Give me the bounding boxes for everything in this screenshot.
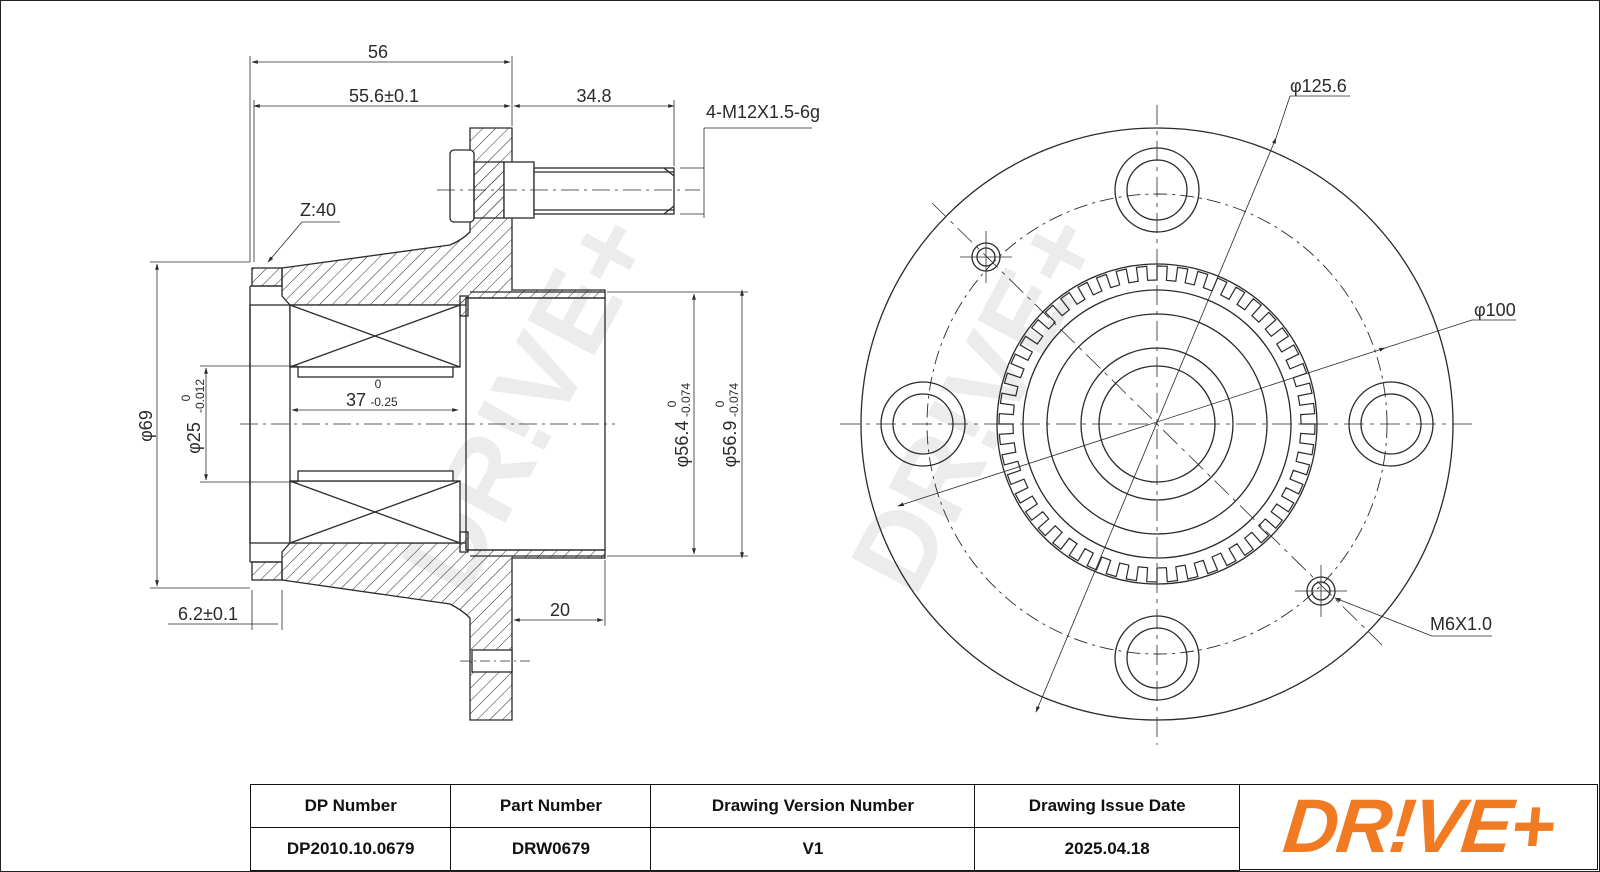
title-block: DP Number Part Number Drawing Version Nu… <box>249 784 1240 871</box>
dim-diameter-56-4-tol-lower: -0.074 <box>679 383 693 417</box>
dim-pcd: φ125.6 <box>1290 76 1347 96</box>
header-dp-number: DP Number <box>249 784 452 828</box>
dim-overall-length: 56 <box>368 42 388 62</box>
dim-diameter-25-tol-upper: 0 <box>179 394 193 401</box>
dim-diameter-25: φ25 <box>184 422 204 454</box>
dim-abs-ring-diameter: φ100 <box>1474 300 1516 320</box>
dim-diameter-56-9: φ56.9 <box>720 421 740 468</box>
dim-diameter-25-tol-lower: -0.012 <box>193 379 207 413</box>
value-drawing-version: V1 <box>650 827 976 871</box>
dim-bearing-width-tol-lower: -0.25 <box>370 395 398 409</box>
hub-body-lower <box>281 542 606 721</box>
dim-chamfer: Z:40 <box>300 200 336 220</box>
front-view <box>840 95 1516 745</box>
dim-diameter-56-4-tol-upper: 0 <box>665 400 679 407</box>
bearing-lower <box>289 470 461 544</box>
dim-diameter-56-9-tol-upper: 0 <box>713 400 727 407</box>
value-dp-number: DP2010.10.0679 <box>249 827 452 871</box>
dim-flange-offset: 6.2±0.1 <box>178 604 238 624</box>
dim-flange-to-end: 55.6±0.1 <box>349 86 419 106</box>
side-section-view <box>150 56 812 721</box>
dim-bearing-width: 37 <box>346 390 366 410</box>
dim-bearing-width-tol-upper: 0 <box>375 377 382 391</box>
dim-stud-thread: 4-M12X1.5-6g <box>706 102 820 122</box>
header-issue-date: Drawing Issue Date <box>974 784 1240 828</box>
dim-spigot-length: 20 <box>550 600 570 620</box>
dim-diameter-56-9-tol-lower: -0.074 <box>727 383 741 417</box>
value-issue-date: 2025.04.18 <box>974 827 1240 871</box>
brand-logo-text: DR!VE+ <box>1279 784 1558 869</box>
header-part-number: Part Number <box>450 784 652 828</box>
dim-stud-length: 34.8 <box>576 86 611 106</box>
header-drawing-version: Drawing Version Number <box>650 784 976 828</box>
bearing-upper <box>289 304 461 378</box>
screw <box>471 649 513 673</box>
dim-diameter-56-4: φ56.4 <box>672 421 692 468</box>
dim-diameter-69: φ69 <box>136 410 156 442</box>
brand-logo: DR!VE+ <box>1240 784 1598 870</box>
wheel-stud <box>449 149 675 223</box>
value-part-number: DRW0679 <box>450 827 652 871</box>
dim-screw-thread: M6X1.0 <box>1430 614 1492 634</box>
